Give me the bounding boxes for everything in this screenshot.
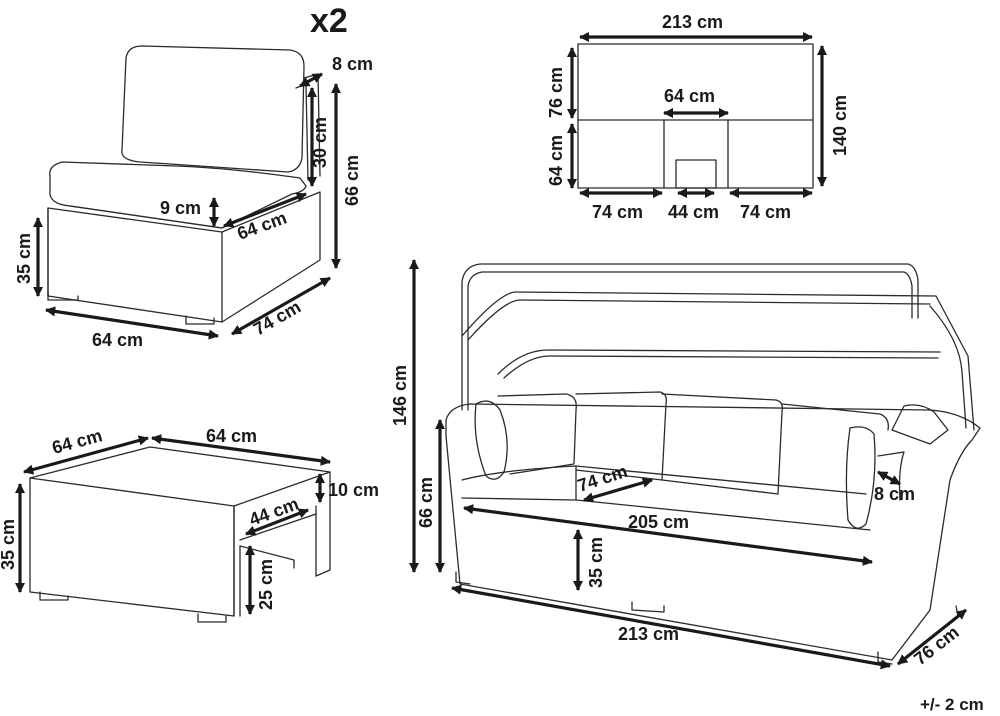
sofa-top-view xyxy=(577,43,814,189)
chair-depth-label: 74 cm xyxy=(250,297,304,340)
table-clearance-label: 25 cm xyxy=(256,559,276,610)
chair-width-label: 64 cm xyxy=(92,330,143,350)
top-front-depth-label: 64 cm xyxy=(546,135,566,186)
top-center-width-label: 44 cm xyxy=(668,202,719,222)
tolerance-label: +/- 2 cm xyxy=(920,695,984,714)
chair-seat-cushion-label: 9 cm xyxy=(160,198,201,218)
chair-drawing xyxy=(47,45,321,325)
sofa-total-height-label: 146 cm xyxy=(390,365,410,426)
top-table-width-label: 64 cm xyxy=(664,86,715,106)
sofa-back-height-label: 66 cm xyxy=(416,477,436,528)
sofa-arm-width-label: 8 cm xyxy=(874,484,915,504)
table-height-label: 35 cm xyxy=(0,519,18,570)
sofa-seat-width-label: 205 cm xyxy=(628,512,689,532)
sofa-seat-height-label: 35 cm xyxy=(586,537,606,588)
dimension-labels: x2 8 cm 30 cm 66 cm 9 cm 64 cm 35 cm 64 … xyxy=(0,2,984,714)
chair-seat-height-label: 35 cm xyxy=(14,233,34,284)
table-top-thickness-label: 10 cm xyxy=(328,480,379,500)
chair-total-height-label: 66 cm xyxy=(342,155,362,206)
chair-backrest-height-label: 30 cm xyxy=(310,117,330,168)
chair-seat-depth-label: 64 cm xyxy=(235,208,290,244)
top-left-width-label: 74 cm xyxy=(592,202,643,222)
quantity-label: x2 xyxy=(310,2,348,40)
sofa-depth-label: 76 cm xyxy=(910,622,963,669)
dimension-lines xyxy=(14,31,967,670)
table-drawing xyxy=(29,446,331,623)
table-width-label: 64 cm xyxy=(206,426,257,446)
sofa-drawing xyxy=(445,263,981,665)
top-right-width-label: 74 cm xyxy=(740,202,791,222)
top-total-width-label: 213 cm xyxy=(662,12,723,32)
sofa-total-width-label: 213 cm xyxy=(618,624,679,644)
top-total-depth-label: 140 cm xyxy=(830,95,850,156)
chair-cushion-thickness-label: 8 cm xyxy=(332,54,373,74)
top-back-depth-label: 76 cm xyxy=(546,67,566,118)
